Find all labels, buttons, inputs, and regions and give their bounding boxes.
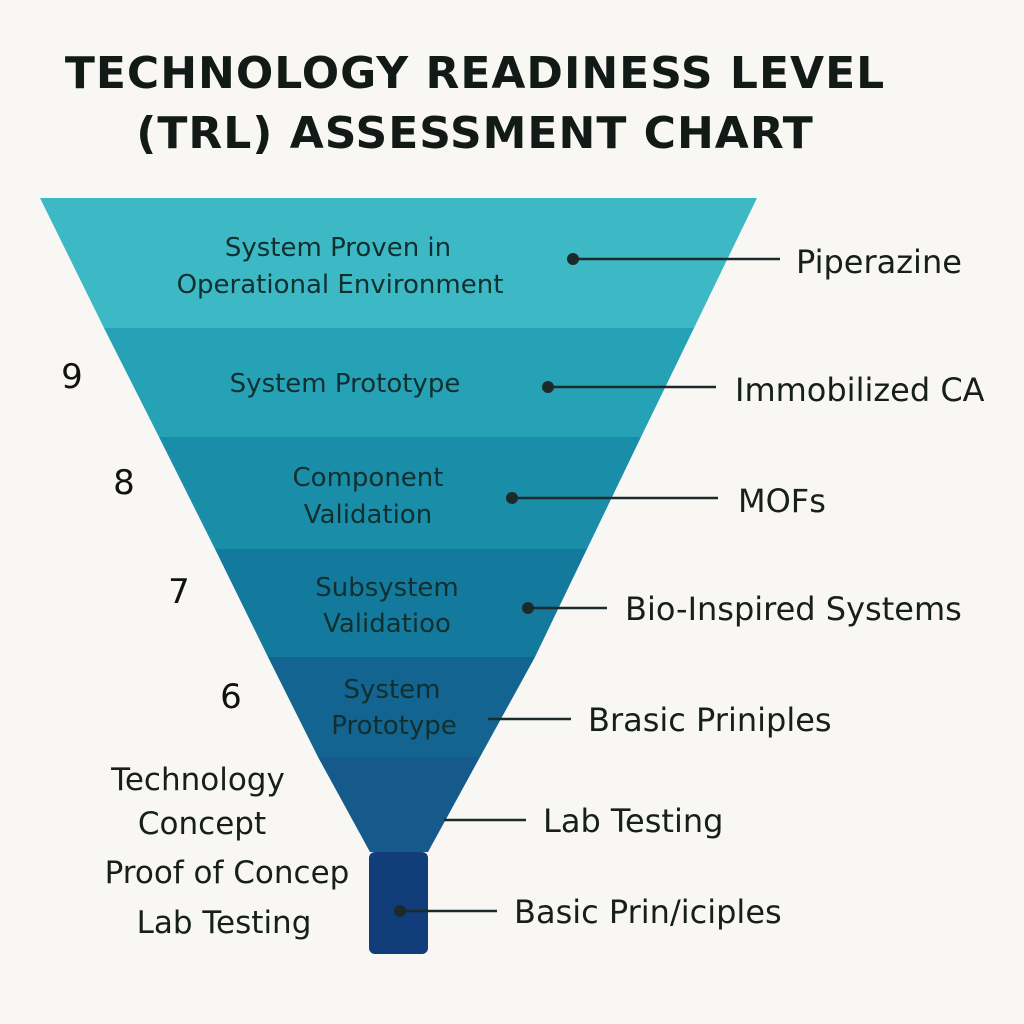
tier-label: Component [293, 463, 444, 493]
tier-label: Prototype [331, 711, 456, 741]
connector-dot [394, 905, 406, 917]
tier-band-component-validation [159, 437, 641, 549]
side-label-lab-testing: Lab Testing [137, 905, 312, 941]
chart-title-line-2: (TRL) ASSESSMENT CHART [136, 108, 814, 159]
callout-basic-principles: Basic Prin/iciples [514, 893, 782, 931]
side-label-proof-of-concept: Proof of Concep [105, 855, 350, 891]
tier-label: System [344, 675, 441, 705]
tier-label: System Prototype [230, 369, 461, 399]
tier-band-lab-testing [318, 757, 480, 852]
tier-band-system-prototype-2 [268, 657, 535, 757]
tier-band-subsystem-validation [215, 549, 587, 657]
callout-brasic-priniples: Brasic Priniples [588, 701, 832, 739]
tier-band-basic-principles [369, 852, 428, 954]
callout-mofs: MOFs [738, 482, 826, 520]
side-label-concept: Concept [138, 806, 266, 842]
connector-dot [506, 492, 518, 504]
tier-labels: System Proven in Operational Environment… [177, 233, 504, 741]
callout-immobilized-ca: Immobilized CA [735, 371, 985, 409]
level-numbers: 9 8 7 6 [61, 357, 242, 717]
tier-band-operational [40, 198, 757, 328]
level-number: 7 [168, 572, 190, 612]
level-number: 6 [220, 677, 242, 717]
tier-label: Operational Environment [177, 270, 504, 300]
side-label-technology: Technology [110, 762, 285, 798]
tier-label: Validatioo [323, 609, 451, 639]
connector-dot [522, 602, 534, 614]
tier-band-system-prototype [104, 328, 694, 437]
connector-dot [567, 253, 579, 265]
level-number: 9 [61, 357, 83, 397]
chart-title-line-1: TECHNOLOGY READINESS LEVEL [64, 48, 886, 99]
side-labels: Technology Concept Proof of Concep Lab T… [105, 762, 350, 941]
level-number: 8 [113, 463, 135, 503]
connector-dot [542, 381, 554, 393]
callout-lab-testing: Lab Testing [543, 802, 723, 840]
callouts: Piperazine Immobilized CA MOFs Bio-Inspi… [394, 243, 985, 931]
callout-bio-inspired-systems: Bio-Inspired Systems [625, 590, 962, 628]
funnel-tiers [40, 198, 757, 954]
tier-label: Subsystem [315, 573, 458, 603]
tier-label: System Proven in [225, 233, 451, 263]
callout-piperazine: Piperazine [796, 243, 962, 281]
tier-label: Validation [304, 500, 432, 530]
